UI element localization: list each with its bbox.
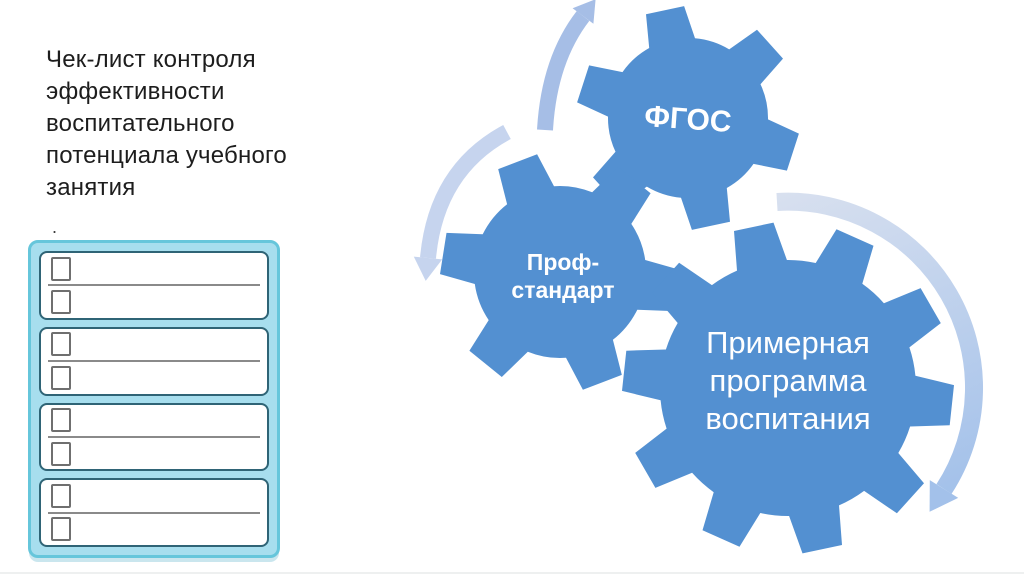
checklist-row — [41, 329, 267, 360]
slide-title: Чек-лист контроля эффективности воспитат… — [46, 46, 287, 201]
arrow-circular-icon-head — [929, 480, 959, 512]
checkbox-icon — [51, 441, 71, 466]
checklist-graphic — [28, 240, 280, 558]
gear-label-fgos: ФГОС — [643, 100, 732, 139]
checklist-row — [41, 405, 267, 436]
arrow-down-left-icon — [420, 124, 511, 259]
gear-label-profstandart-line2: стандарт — [511, 277, 614, 303]
checklist-row — [41, 438, 267, 469]
gear-label-primernaya-line1: Примерная — [706, 325, 870, 360]
checklist-row — [41, 480, 267, 511]
gear-label-primernaya-line3: воспитания — [705, 401, 870, 436]
arrow-up-icon — [537, 11, 590, 131]
checkbox-icon — [51, 256, 71, 281]
checklist-card — [39, 251, 269, 320]
checklist-row — [41, 253, 267, 284]
checklist-card — [39, 402, 269, 472]
row-divider — [48, 435, 260, 438]
checklist-card — [39, 326, 269, 396]
arrow-up-icon-head — [572, 0, 596, 24]
checklist-row — [41, 362, 267, 393]
arrow-circular-icon — [776, 192, 983, 494]
gear-labels: ФГОС Проф- стандарт Примерная программа … — [511, 100, 870, 436]
arrow-down-left-icon-head — [413, 256, 443, 281]
checkbox-icon — [51, 517, 71, 542]
stray-bullet-dot: . — [52, 217, 58, 237]
gears-layer — [440, 6, 954, 554]
gear-label-primernaya-line2: программа — [710, 363, 868, 398]
checkbox-icon — [51, 483, 71, 508]
row-divider — [48, 511, 260, 514]
checklist-card — [39, 478, 269, 547]
slide-bottom-edge — [0, 572, 1024, 574]
checklist-row — [41, 286, 267, 317]
checkbox-icon — [51, 332, 71, 357]
gear-label-profstandart-line1: Проф- — [527, 249, 599, 275]
checkbox-icon — [51, 290, 71, 315]
gear-primernaya-shape — [622, 222, 954, 554]
gear-profstandart-shape — [440, 154, 680, 390]
row-divider — [48, 284, 260, 287]
checkbox-icon — [51, 365, 71, 390]
checklist-row — [41, 514, 267, 545]
arrows-layer — [413, 0, 983, 512]
checkbox-icon — [51, 408, 71, 433]
gear-fgos-shape — [577, 6, 799, 230]
row-divider — [48, 360, 260, 363]
